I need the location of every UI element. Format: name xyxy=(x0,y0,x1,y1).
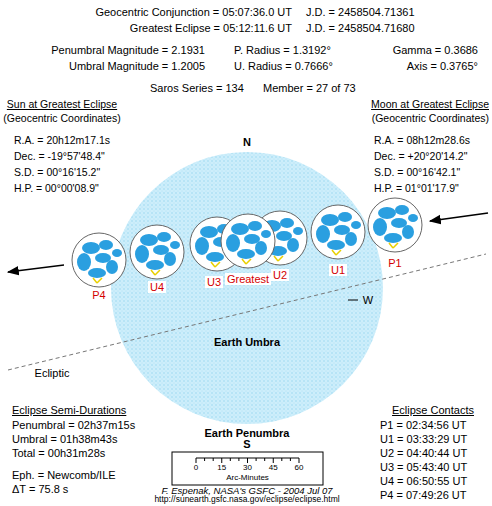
moon-greatest xyxy=(221,214,275,268)
west-mark xyxy=(348,300,358,301)
duration-value: Umbral = 01h38m43s xyxy=(12,433,117,445)
motion-arrow xyxy=(8,265,64,272)
moon-p1 xyxy=(368,198,422,252)
compass-point: N xyxy=(243,136,251,148)
contact-label: U4 xyxy=(148,281,166,293)
header-value: Saros Series = 134 xyxy=(150,82,244,94)
contact-label: U1 xyxy=(329,264,347,276)
coord-value: S.D. = 00°16'42.1" xyxy=(374,167,460,179)
coord-value: R.A. = 08h12m28.6s xyxy=(374,135,470,147)
duration-value: Total = 00h31m28s xyxy=(12,447,105,459)
duration-heading: Eclipse Semi-Durations xyxy=(12,404,126,416)
moon-p4 xyxy=(72,233,126,287)
coord-value: R.A. = 20h12m17.1s xyxy=(14,135,110,147)
region-label: Earth Penumbra xyxy=(111,427,383,439)
header-value: Umbral Magnitude = 1.2005 xyxy=(69,60,205,72)
ecliptic-label: Ecliptic xyxy=(35,367,70,379)
scale-number: 30 xyxy=(243,464,252,473)
penumbra-region: Earth UmbraEarth Penumbra xyxy=(111,152,383,444)
contact-label: U2 xyxy=(271,269,289,281)
coord-heading: Moon at Greatest Eclipse xyxy=(371,99,489,111)
contact-time: U2 = 04:40:44 UT xyxy=(380,447,467,459)
region-label: Earth Umbra xyxy=(168,336,326,348)
contact-label: P1 xyxy=(386,257,403,269)
header-value: Member = 27 of 73 xyxy=(263,82,356,94)
header-value: Gamma = 0.3686 xyxy=(393,44,478,56)
contacts-heading: Eclipse Contacts xyxy=(392,404,474,416)
scale-bar xyxy=(196,458,299,463)
contact-time: P4 = 07:49:26 UT xyxy=(380,489,467,501)
header-value: P. Radius = 1.3192° xyxy=(234,44,331,56)
scale-number: 15 xyxy=(217,464,226,473)
scale-number: 60 xyxy=(295,464,304,473)
scale-number: 45 xyxy=(269,464,278,473)
coord-value: H.P. = 01°01'17.9" xyxy=(374,183,459,195)
coord-value: H.P. = 00°00'08.9" xyxy=(14,183,99,195)
header-value: J.D. = 2458504.71680 xyxy=(306,22,415,34)
contact-time: U4 = 06:50:55 UT xyxy=(380,475,467,487)
ephemeris-note: ΔT = 75.8 s xyxy=(12,483,68,495)
scale-box xyxy=(172,452,323,485)
header-value: Penumbral Magnitude = 2.1931 xyxy=(51,44,205,56)
scale-number: 0 xyxy=(194,464,198,473)
compass-point: W xyxy=(363,294,373,306)
moon-u1 xyxy=(311,205,365,259)
moon-u4 xyxy=(130,225,184,279)
header-value: U. Radius = 0.7666° xyxy=(234,60,333,72)
contact-label: P4 xyxy=(90,289,107,301)
contact-time: U3 = 05:43:40 UT xyxy=(380,461,467,473)
coord-value: Dec. = +20°20'14.2" xyxy=(374,151,467,163)
coord-heading: Sun at Greatest Eclipse xyxy=(7,99,117,111)
compass-point: S xyxy=(243,438,250,450)
header-value: Geocentric Conjunction = 05:07:36.0 UT xyxy=(95,6,292,18)
coord-value: S.D. = 00°16'15.2" xyxy=(14,167,100,179)
coord-value: Dec. = -19°57'48.4" xyxy=(14,151,105,163)
scale-unit: Arc-Minutes xyxy=(226,474,269,483)
umbra-region: Earth Umbra xyxy=(168,209,326,367)
ephemeris-note: Eph. = Newcomb/ILE xyxy=(12,469,116,481)
credit-url: http://sunearth.gsfc.nasa.gov/eclipse/ec… xyxy=(154,495,339,504)
motion-arrow xyxy=(430,213,488,221)
header-value: Greatest Eclipse = 05:12:11.6 UT xyxy=(130,22,292,34)
contact-time: P1 = 02:34:56 UT xyxy=(380,419,467,431)
contact-time: U1 = 03:33:29 UT xyxy=(380,433,467,445)
shadow-disc xyxy=(111,152,383,424)
contact-label: Greatest xyxy=(225,273,271,285)
coord-heading: (Geocentric Coordinates) xyxy=(372,113,489,125)
contact-label: U3 xyxy=(205,276,223,288)
header-value: Axis = 0.3765° xyxy=(407,60,478,72)
duration-value: Penumbral = 02h37m15s xyxy=(12,419,135,431)
header-value: J.D. = 2458504.71361 xyxy=(306,6,415,18)
coord-heading: (Geocentric Coordinates) xyxy=(3,113,120,125)
